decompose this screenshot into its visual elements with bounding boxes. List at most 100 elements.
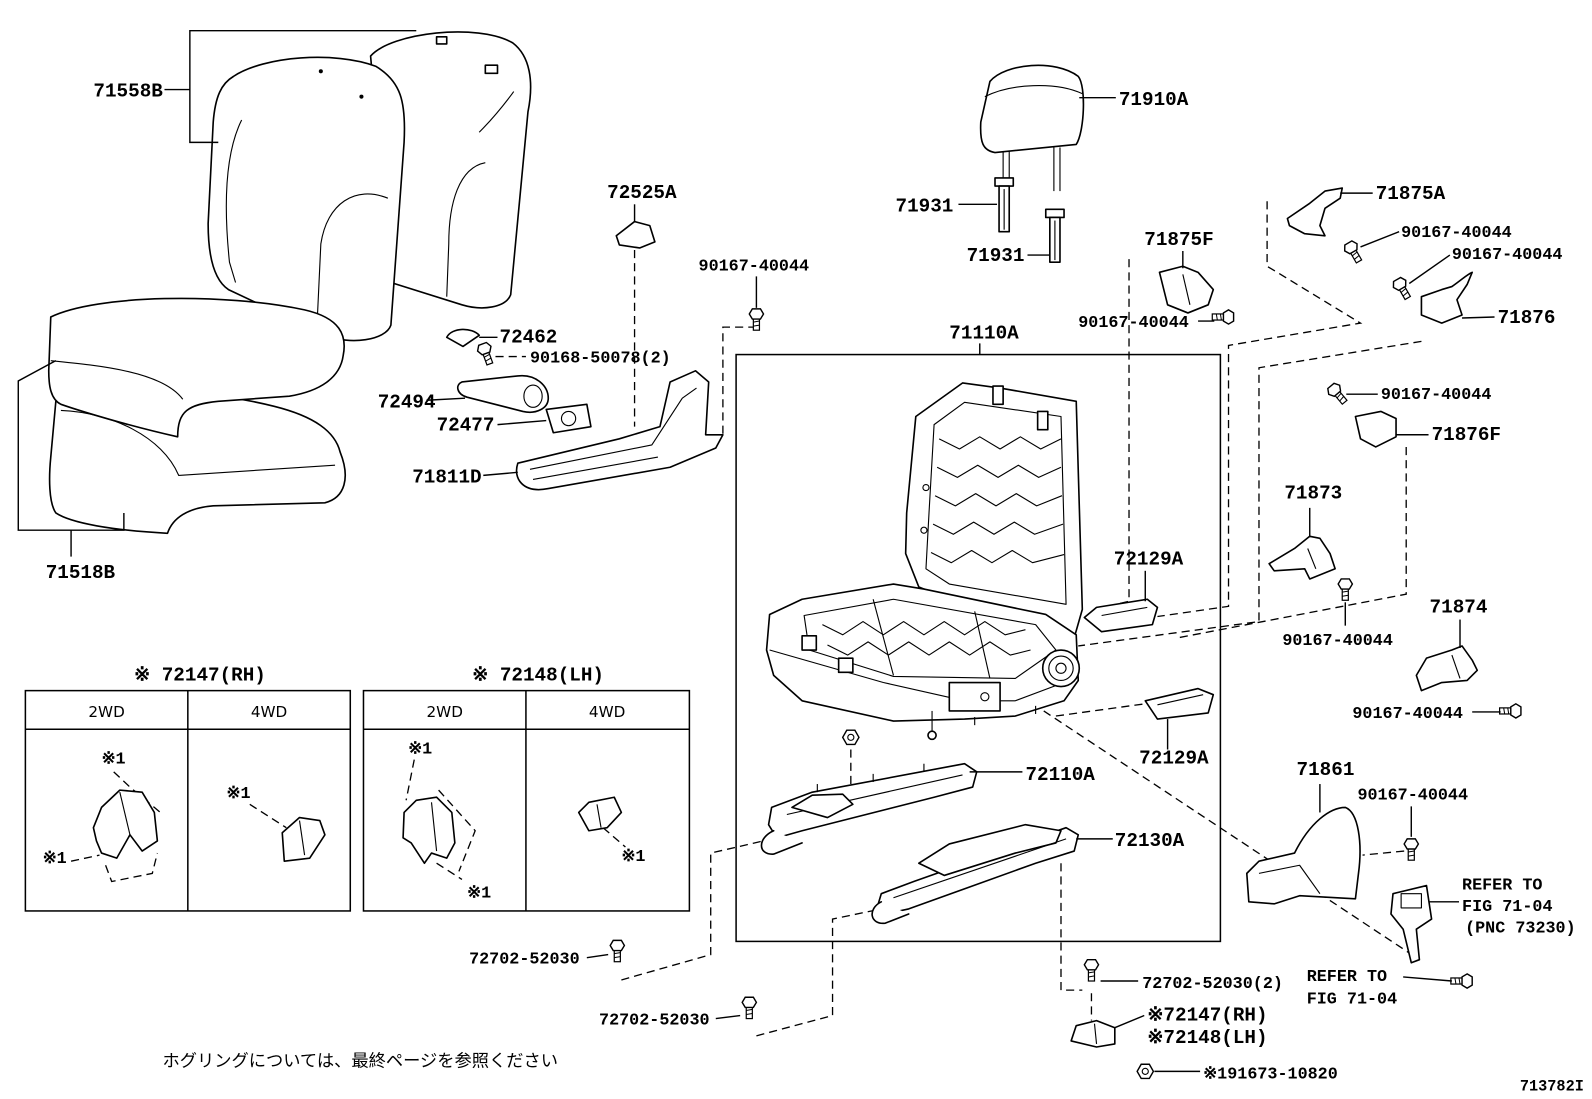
cover-71875a	[1286, 187, 1344, 237]
leader-line	[1403, 976, 1452, 982]
label-seat-back-cover: 71558B	[93, 81, 163, 103]
label-cover-71876: 71876	[1498, 307, 1556, 329]
seat-belt-buckle	[1390, 884, 1433, 964]
screw-icon	[1390, 275, 1415, 303]
leader-line	[426, 397, 466, 401]
label-cover-lower: 72129A	[1139, 748, 1209, 770]
label-bolt-left-1: 72702-52030	[469, 951, 580, 970]
label-screw-side-shield: 90167-40044	[699, 257, 810, 276]
bracket-72147-72148	[1070, 1019, 1116, 1048]
leader-line	[715, 1014, 741, 1020]
seat-rail-outer	[871, 823, 1080, 924]
seat-back-cover	[207, 31, 532, 342]
side-shield-71811d	[515, 369, 724, 491]
bracket-4wd-rh	[281, 816, 326, 863]
table-title: ※ 72148(LH)	[472, 664, 604, 686]
screw-icon	[1403, 838, 1420, 861]
leader-line	[1114, 1014, 1145, 1029]
bracket-2wd-rh	[92, 789, 159, 859]
bolt-icon	[609, 939, 626, 963]
dashed-guide-line	[710, 326, 757, 440]
cover-71874	[1415, 645, 1479, 692]
bolt-icon	[1450, 973, 1473, 989]
label-nut: ※191673-10820	[1203, 1065, 1338, 1084]
mark-1: ※1	[408, 741, 432, 760]
figure-code: 713782I	[1520, 1078, 1584, 1096]
dashed-guide-line	[621, 840, 764, 981]
dashed-guide-line	[1177, 446, 1407, 639]
headrest-guide-1	[994, 177, 1015, 233]
label-bolt-right: 72702-52030(2)	[1142, 975, 1283, 994]
handle-base-72477	[545, 403, 592, 434]
bolt-icon	[741, 996, 758, 1020]
dashed-guide-line	[1055, 702, 1153, 717]
label-screw-cover-71875f: 90167-40044	[1078, 314, 1189, 333]
screw-icon	[1337, 578, 1354, 601]
table-header-4wd: 4WD	[589, 703, 625, 721]
leader-line	[1462, 316, 1495, 319]
label-bracket-lh: ※72148(LH)	[1147, 1027, 1267, 1049]
seat-back-rear-panel	[369, 31, 532, 309]
mark-1: ※1	[226, 785, 250, 804]
cap-72462	[445, 328, 481, 348]
nut-icon	[1136, 1063, 1155, 1080]
frame-assembly-box	[735, 353, 1222, 943]
label-handle: 72494	[378, 391, 436, 413]
refer-note-1-line2: FIG 71-04	[1462, 898, 1552, 917]
label-cover-71875a: 71875A	[1376, 183, 1446, 205]
table-header-2wd: 2WD	[88, 703, 124, 721]
mark-1: ※1	[43, 850, 67, 869]
label-screw-cover-71874: 90167-40044	[1352, 705, 1463, 724]
cover-71876	[1420, 271, 1474, 324]
headrest-guide-2	[1044, 208, 1065, 263]
label-headrest: 71910A	[1119, 89, 1189, 111]
cover-71873	[1268, 535, 1336, 580]
label-cover-upper: 72129A	[1114, 549, 1184, 571]
screw-icon	[1341, 238, 1366, 266]
label-screw-cover-71876f: 90167-40044	[1381, 386, 1492, 405]
refer-note-2-line2: FIG 71-04	[1307, 990, 1397, 1009]
label-side-shield: 71811D	[412, 466, 481, 488]
leader-line	[1408, 254, 1451, 285]
label-cover-71874: 71874	[1430, 596, 1488, 618]
refer-note-2-line1: REFER TO	[1307, 968, 1387, 987]
seat-cushion-cover	[47, 297, 347, 535]
bracket-4wd-lh	[577, 796, 623, 832]
dashed-guide-lines	[621, 201, 1422, 1037]
label-screw-cover-71875a-1: 90167-40044	[1401, 224, 1512, 243]
bolt-icon	[1083, 958, 1100, 982]
label-clip: 72525A	[607, 182, 677, 204]
cover-72129a-lower	[1144, 687, 1215, 720]
bracket-line	[17, 360, 125, 531]
label-cover-71876f: 71876F	[1432, 424, 1501, 446]
table-72148-lh: ※ 72148(LH) 2WD 4WD ※1 ※1 ※1	[362, 664, 691, 912]
label-bracket-rh: ※72147(RH)	[1147, 1005, 1267, 1027]
label-inner-shield: 71861	[1297, 759, 1355, 781]
label-seat-cushion-cover: 71518B	[46, 562, 116, 584]
label-screw-cover-71873: 90167-40044	[1282, 632, 1393, 651]
label-bolt-left-2: 72702-52030	[599, 1012, 710, 1031]
bracket-line	[189, 29, 417, 144]
seat-back-front-panel	[207, 56, 406, 342]
label-screw-cover-71875a-2: 90167-40044	[1452, 246, 1563, 265]
label-cover-71875f: 71875F	[1144, 229, 1213, 251]
clip-72525a	[615, 220, 656, 249]
label-handle-base: 72477	[437, 415, 495, 437]
mark-1: ※1	[467, 885, 491, 904]
leader-line	[483, 471, 518, 477]
label-rail-outer: 72130A	[1115, 830, 1185, 852]
screw-icon	[1211, 309, 1235, 325]
label-cap: 72462	[500, 326, 558, 348]
label-screw-inner-shield: 90167-40044	[1357, 786, 1468, 805]
mark-1: ※1	[102, 751, 126, 770]
seat-rail-inner	[760, 762, 978, 855]
label-cover-71873: 71873	[1284, 483, 1342, 505]
hog-ring-note: ホグリングについては、最終ページを参照ください	[162, 1051, 558, 1071]
seat-frame	[765, 382, 1084, 741]
seat-cushion-upper	[47, 297, 345, 438]
refer-note-1-line3: (PNC 73230)	[1465, 919, 1576, 938]
label-rail-inner: 72110A	[1025, 764, 1095, 786]
cover-71876f	[1354, 410, 1397, 448]
screw-icon	[1498, 703, 1522, 719]
leader-line	[1360, 231, 1400, 248]
